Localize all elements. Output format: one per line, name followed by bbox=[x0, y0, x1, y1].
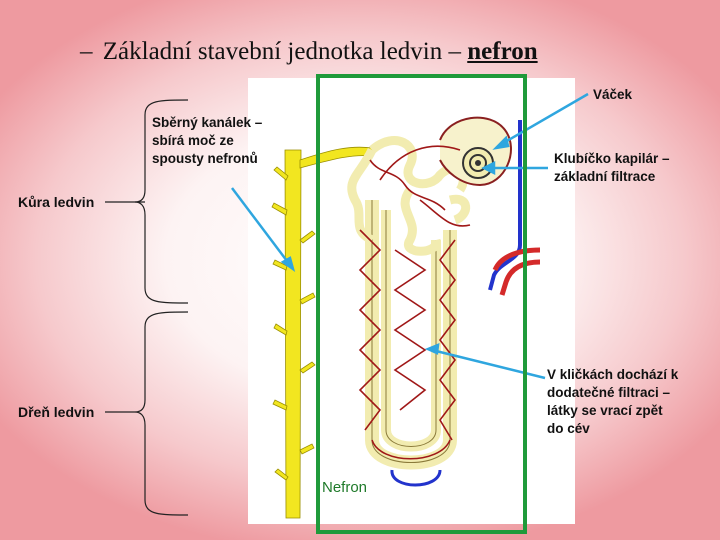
label-kura-ledvin: Kůra ledvin bbox=[18, 194, 95, 210]
henle-loop bbox=[365, 200, 457, 470]
title-emphasis: nefron bbox=[467, 38, 538, 65]
label-sberny-line2: sbírá moč ze bbox=[152, 133, 234, 148]
arrow-klubicko-head bbox=[481, 160, 496, 176]
label-sberny-kanalek: Sběrný kanálek – sbírá moč ze spousty ne… bbox=[152, 114, 262, 168]
label-klubicko-line1: Klubíčko kapilár – bbox=[554, 151, 670, 166]
label-dren-ledvin: Dřeň ledvin bbox=[18, 404, 95, 420]
title-dash: – bbox=[80, 38, 93, 65]
label-vacek: Váček bbox=[593, 87, 633, 102]
title-text: Základní stavební jednotka ledvin – bbox=[102, 38, 461, 65]
collecting-duct bbox=[271, 146, 373, 519]
arrow-vacek-head bbox=[492, 135, 510, 150]
kura-bracket bbox=[134, 99, 189, 304]
dren-bracket bbox=[134, 311, 189, 516]
label-klicky-line4: do cév bbox=[547, 421, 590, 436]
label-sberny-line1: Sběrný kanálek – bbox=[152, 115, 263, 130]
label-klicky-line3: látky se vrací zpět bbox=[547, 403, 663, 418]
capillary-network bbox=[358, 145, 471, 460]
label-klubicko-line2: základní filtrace bbox=[554, 169, 656, 184]
label-sberny-line3: spousty nefronů bbox=[152, 151, 258, 166]
vein bbox=[390, 120, 522, 487]
nephron-frame bbox=[316, 74, 527, 534]
artery bbox=[492, 247, 541, 296]
label-klicky: V kličkách dochází k dodatečné filtraci … bbox=[547, 366, 678, 438]
zone-brackets bbox=[105, 99, 189, 516]
label-klicky-line1: V kličkách dochází k bbox=[547, 367, 679, 382]
pointer-arrows bbox=[231, 92, 589, 380]
label-nefron: Nefron bbox=[322, 479, 368, 496]
arrow-vacek bbox=[499, 92, 589, 147]
slide-title: – Základní stavební jednotka ledvin – ne… bbox=[80, 38, 680, 66]
arrow-klicky-head bbox=[424, 343, 440, 355]
label-klubicko: Klubíčko kapilár – základní filtrace bbox=[554, 150, 670, 186]
arrow-sberny-head bbox=[280, 256, 296, 273]
label-klicky-line2: dodatečné filtraci – bbox=[547, 385, 671, 400]
arrow-sberny bbox=[231, 187, 291, 266]
